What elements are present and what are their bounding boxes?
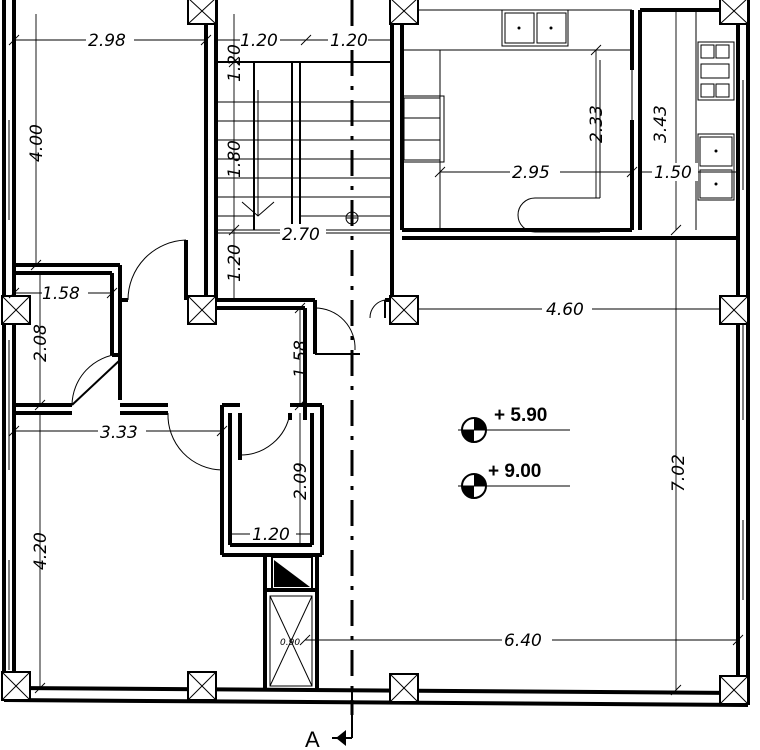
door-bath [71,353,121,406]
dim-label: 1.20 [225,244,245,282]
dim-label: 7.02 [669,454,689,492]
dim-label: 2.98 [88,31,126,51]
structural-columns [1,0,749,705]
dim-label: 6.40 [504,631,542,651]
dim-label: 4.60 [546,300,584,320]
dimension-labels: 2.98 1.20 1.20 1.20 4.00 1.80 2.70 1.20 … [27,30,698,651]
door-kitchen [369,299,386,319]
dim-label: 3.33 [100,423,138,443]
dim-label: 3.43 [651,105,671,143]
column [1,671,31,701]
door-lower-room [167,412,223,471]
column [719,295,749,325]
dim-label: 1.20 [240,31,278,51]
staircase [216,61,392,231]
door-shaft [239,412,291,460]
doors [71,70,633,471]
dim-label: 1.50 [654,163,692,183]
dim-label: 1.58 [42,284,80,304]
level-marker: + 5.90 [458,405,570,443]
dim-label: 0.90 [280,638,300,648]
door-upper-room [127,239,187,301]
column [389,673,419,703]
dim-label: 4.20 [31,532,51,570]
column [1,295,31,325]
level-marker: + 9.00 [458,461,570,499]
kitchen-fixtures [401,9,735,233]
dim-label: 2.70 [282,225,320,245]
column [719,675,749,705]
column [389,0,419,25]
level-markers: + 5.90 + 9.00 [458,405,570,499]
dim-label: 1.80 [225,140,245,178]
dim-label: 1.20 [330,31,368,51]
dim-label: 2.09 [291,462,311,500]
outer-walls [2,0,750,707]
dim-label: 2.08 [31,324,51,362]
shaft-symbols [269,556,313,687]
level-label: + 5.90 [494,405,547,426]
section-axis: A [305,0,359,750]
basin-icon [697,133,735,201]
column [187,671,217,701]
column [187,295,217,325]
washer-icon [697,41,735,101]
column [187,0,217,25]
section-marker-label: A [305,727,320,750]
internal-walls [14,0,738,690]
dim-label: 2.33 [587,105,607,143]
stove-icon [401,95,445,163]
stair-treads [216,101,392,217]
level-label: + 9.00 [488,461,541,482]
dim-label: 1.58 [291,340,311,378]
dim-label: 1.20 [225,44,245,82]
sink-icon [501,9,569,47]
dim-label: 2.95 [512,163,550,183]
dim-label: 1.20 [252,525,290,545]
column [719,0,749,25]
dim-label: 4.00 [27,124,47,162]
column [389,295,419,325]
